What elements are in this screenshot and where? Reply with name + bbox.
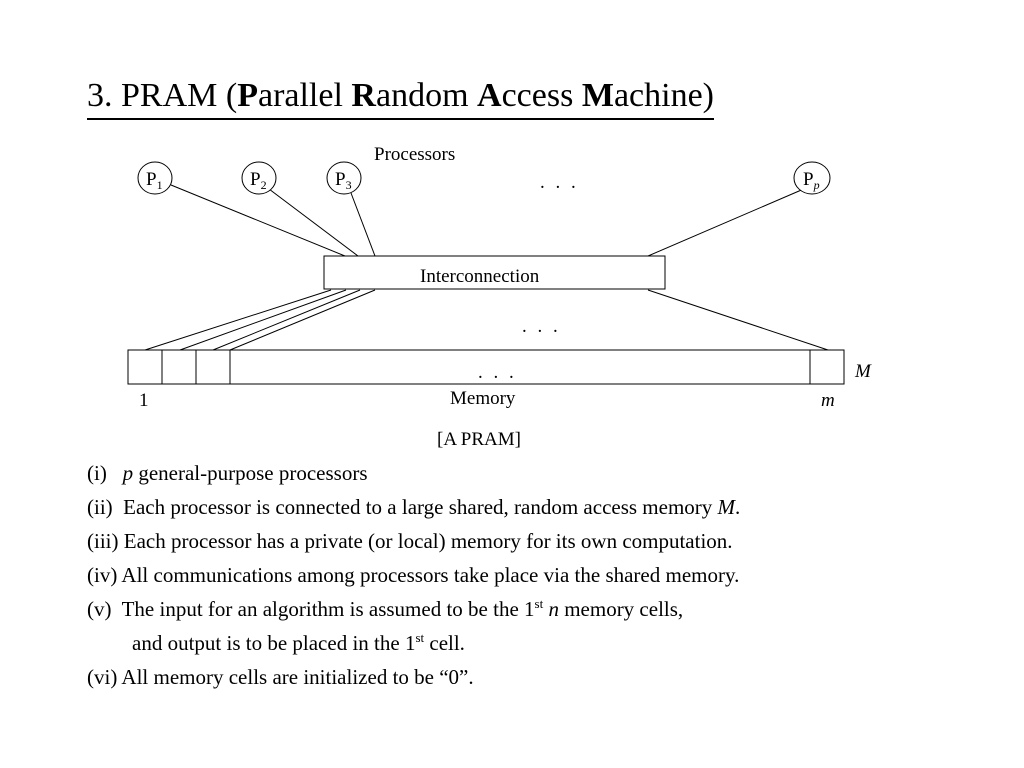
title-rest-access: ccess [501, 77, 582, 114]
item-text: and output is to be placed in the 1 [132, 631, 416, 655]
processor-pp [793, 161, 831, 195]
link-p3 [350, 192, 376, 257]
item-text: (iii) Each processor has a private (or l… [87, 529, 733, 553]
memory-first-index: 1 [139, 390, 149, 411]
title-bold-p: P [237, 77, 258, 114]
title-bold-a: A [477, 77, 502, 114]
processor-p3 [326, 161, 362, 195]
processor-label-p3: P3 [335, 169, 352, 192]
processors-label: Processors [374, 144, 455, 165]
list-item: (vi) All memory cells are initialized to… [87, 660, 740, 694]
title-rest-random: andom [375, 77, 478, 114]
item-text: (iv) All communications among processors… [87, 563, 740, 587]
processor-label-pp: Pp [803, 169, 820, 192]
property-list: (i) p general-purpose processors (ii) Ea… [87, 456, 740, 694]
list-item: (iv) All communications among processors… [87, 558, 740, 592]
processor-label-p1: P1 [146, 169, 163, 192]
link-p1 [170, 184, 346, 257]
processor-ellipsis: . . . [540, 172, 579, 193]
item-text: (ii) Each processor is connected to a la… [87, 495, 718, 519]
interconnection-box [323, 255, 666, 290]
item-variable: p [122, 461, 134, 485]
item-text: general-purpose processors [133, 461, 368, 485]
link-p2 [268, 188, 359, 257]
list-item: (iii) Each processor has a private (or l… [87, 524, 740, 558]
link-pp [647, 187, 807, 257]
title-bold-r: R [351, 77, 376, 114]
list-item: (v) The input for an algorithm is assume… [87, 592, 740, 626]
list-item-continuation: and output is to be placed in the 1st ce… [87, 626, 740, 660]
title-rest-parallel: arallel [257, 77, 352, 114]
item-superscript: st [534, 596, 544, 611]
link-ellipsis: . . . [522, 316, 561, 337]
mem-link-3 [212, 289, 361, 351]
processor-p1 [137, 161, 173, 195]
mem-link-m [647, 289, 829, 351]
figure-caption: [A PRAM] [437, 429, 521, 450]
processor-label-p2: P2 [250, 169, 267, 192]
memory-label: Memory [450, 388, 516, 409]
title-rest-machine: achine) [613, 77, 714, 114]
memory-ellipsis: . . . [478, 362, 517, 383]
interconnection-label: Interconnection [420, 266, 540, 287]
item-superscript: st [415, 630, 425, 645]
item-text: (vi) All memory cells are initialized to… [87, 665, 474, 689]
title-number: 3. PRAM ( [87, 77, 238, 114]
processor-p2 [241, 161, 277, 195]
item-variable: M [717, 495, 736, 519]
slide-title: 3. PRAM (Parallel Random Access Machine) [87, 74, 714, 120]
item-text: (v) The input for an algorithm is assume… [87, 597, 535, 621]
item-text: cell. [424, 631, 465, 655]
item-prefix: (i) [87, 461, 123, 485]
list-item: (ii) Each processor is connected to a la… [87, 490, 740, 524]
item-suffix: . [735, 495, 741, 519]
mem-link-4 [229, 289, 376, 351]
mem-link-2 [179, 289, 347, 351]
item-variable: n [548, 597, 559, 621]
memory-last-index: m [821, 390, 835, 411]
list-item: (i) p general-purpose processors [87, 456, 740, 490]
mem-link-1 [144, 289, 332, 351]
memory-bar [127, 349, 845, 385]
pram-diagram: Processors P1 P2 P3 Pp . . . Interconnec… [127, 144, 872, 411]
memory-symbol: M [854, 361, 872, 382]
item-text: memory cells, [558, 597, 684, 621]
title-bold-m: M [581, 77, 614, 114]
